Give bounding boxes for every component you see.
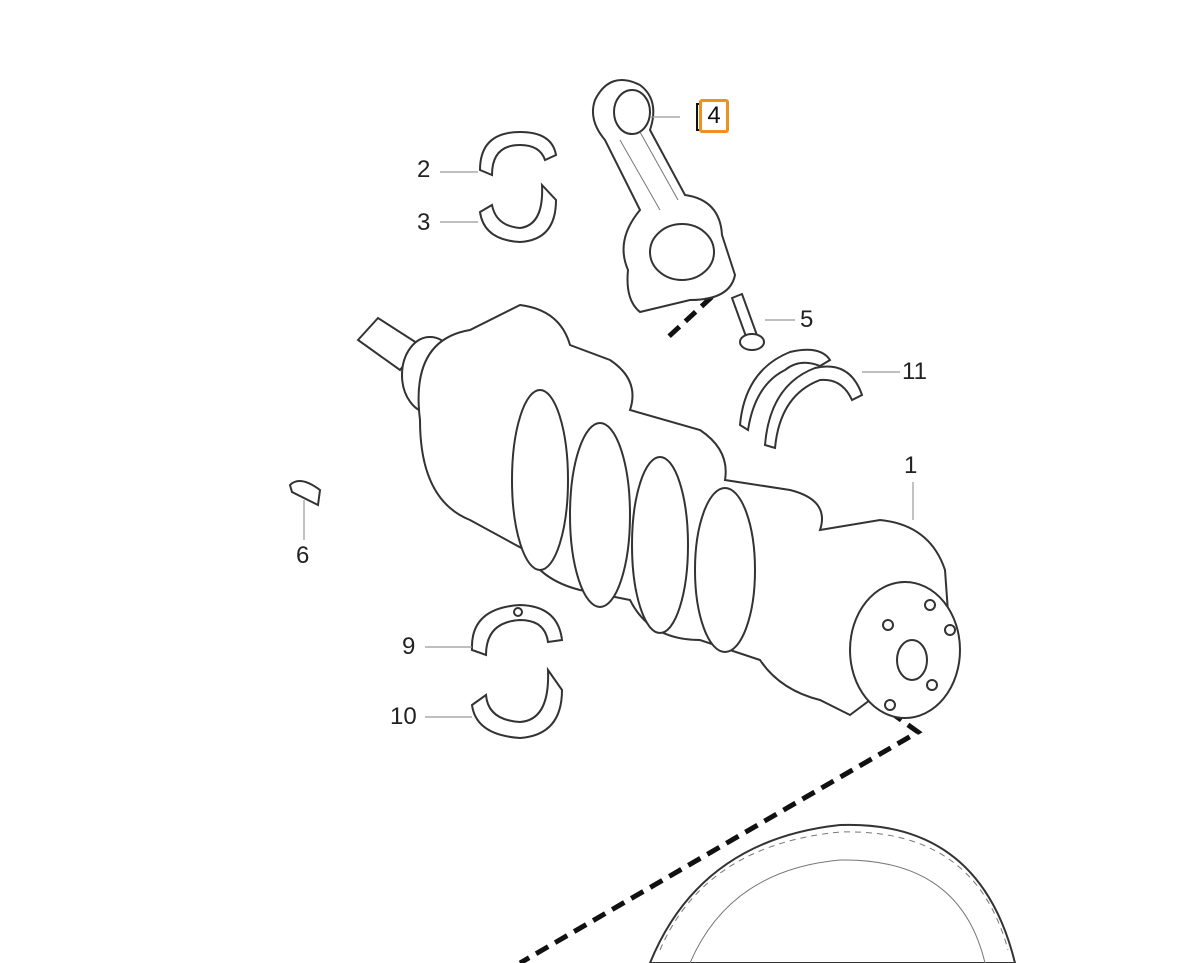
bearing-shell-upper-2 — [478, 130, 558, 177]
main-bearing-lower-10 — [470, 666, 564, 740]
crankshaft-1 — [356, 303, 961, 719]
assembly-line-rod — [663, 280, 730, 342]
callout-2[interactable]: 2 — [417, 156, 431, 183]
bearing-shell-lower-3 — [478, 182, 558, 244]
woodruff-key-6 — [288, 480, 322, 507]
main-bearing-upper-9 — [470, 603, 564, 657]
callout-1[interactable]: 1 — [904, 452, 918, 479]
callout-5[interactable]: 5 — [800, 306, 814, 333]
callout-10[interactable]: 10 — [390, 703, 417, 730]
callout-6[interactable]: 6 — [296, 542, 310, 569]
callout-9[interactable]: 9 — [402, 633, 416, 660]
thrust-washer-11 — [738, 348, 864, 450]
flywheel — [648, 823, 1017, 963]
callout-11[interactable]: 11 — [902, 358, 927, 385]
callout-3[interactable]: 3 — [417, 209, 431, 236]
callout-4-highlighted[interactable]: 4 — [699, 99, 729, 133]
rod-bolt-5 — [730, 292, 765, 351]
connecting-rod-4 — [592, 79, 737, 314]
